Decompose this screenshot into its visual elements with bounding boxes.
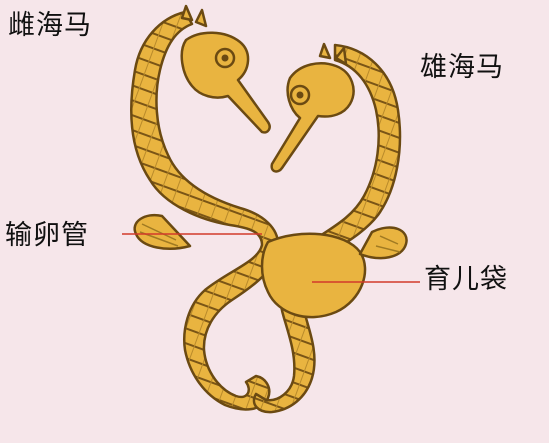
male-seahorse xyxy=(254,44,407,412)
male-fin xyxy=(360,228,407,259)
oviduct-label: 输卵管 xyxy=(5,222,89,249)
brood-pouch-label: 育儿袋 xyxy=(424,266,508,293)
female-seahorse-label: 雌海马 xyxy=(8,12,92,39)
male-head xyxy=(272,63,354,171)
male-seahorse-label: 雄海马 xyxy=(420,54,504,81)
female-head xyxy=(182,33,270,133)
brood-pouch xyxy=(262,234,365,317)
female-fin xyxy=(135,215,190,249)
female-seahorse xyxy=(131,6,278,409)
